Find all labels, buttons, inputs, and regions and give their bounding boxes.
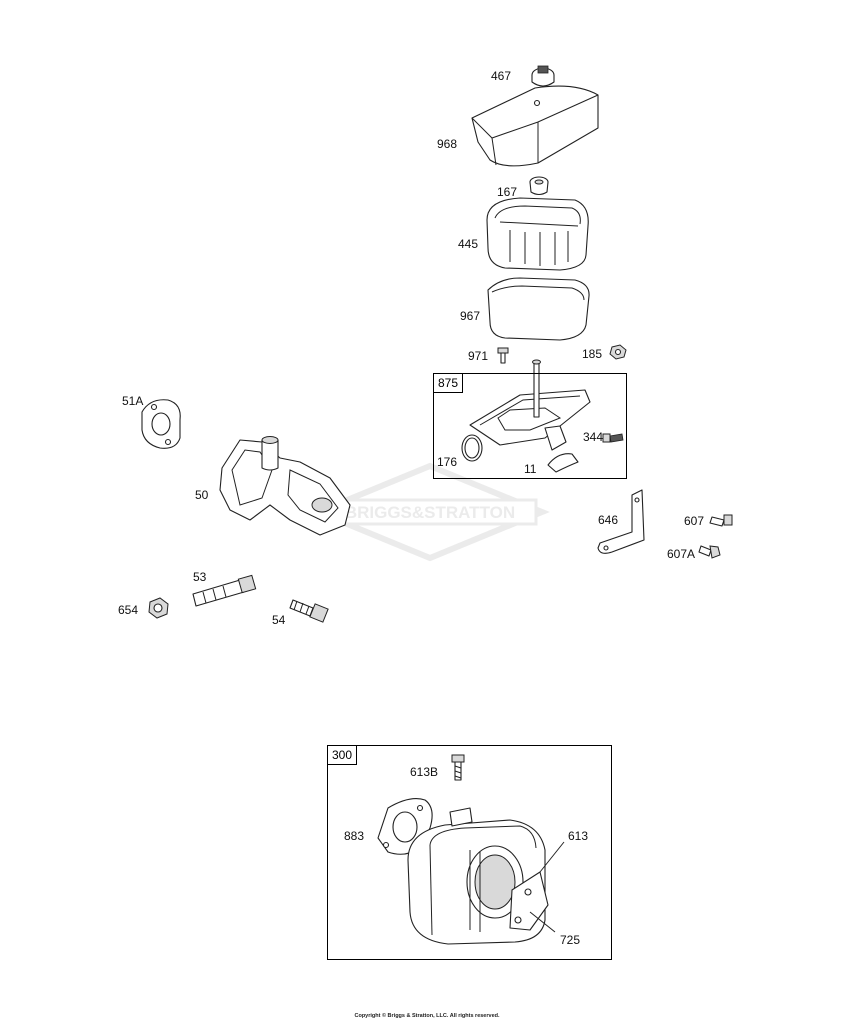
grommet-167-drawing [529, 176, 549, 196]
knob-467-drawing [531, 65, 555, 87]
screw-613B-drawing [451, 754, 465, 781]
callout-176: 176 [437, 455, 458, 469]
watermark-brand-text: BRIGGS&STRATTON [345, 503, 515, 522]
screw-607-drawing [709, 514, 733, 527]
callout-445: 445 [458, 237, 479, 251]
screw-607A-drawing [698, 545, 721, 559]
stud-53-drawing [192, 574, 257, 607]
callout-967: 967 [460, 309, 481, 323]
callout-613B: 613B [410, 765, 439, 779]
callout-185: 185 [582, 347, 603, 361]
muffler-300-drawing [407, 807, 546, 945]
assembly-box-875: 875 [433, 373, 627, 479]
callout-607A: 607A [667, 547, 696, 561]
callout-646: 646 [598, 513, 619, 527]
callout-968: 968 [437, 137, 458, 151]
base-assembly-875-drawing [461, 359, 624, 473]
assembly-tag-300: 300 [328, 746, 358, 765]
filter-445-drawing [486, 197, 589, 271]
callout-654: 654 [118, 603, 139, 617]
bracket-646-drawing [597, 489, 645, 554]
precleaner-967-drawing [487, 277, 590, 341]
callout-467: 467 [491, 69, 512, 83]
nut-185-drawing [609, 344, 627, 360]
callout-54: 54 [272, 613, 286, 627]
callout-883: 883 [344, 829, 365, 843]
callout-344: 344 [583, 430, 604, 444]
callout-613: 613 [568, 829, 589, 843]
assembly-tag-875: 875 [434, 374, 464, 393]
callout-50: 50 [195, 488, 209, 502]
callout-51A: 51A [122, 394, 144, 408]
nut-654-drawing [148, 597, 169, 619]
callout-167: 167 [497, 185, 518, 199]
callout-607: 607 [684, 514, 705, 528]
cover-968-drawing [471, 85, 599, 167]
assembly-box-300: 300 [327, 745, 612, 960]
gasket-51A-drawing [141, 399, 181, 449]
callout-53: 53 [193, 570, 207, 584]
callout-725: 725 [560, 933, 581, 947]
shield-613-725-drawing [509, 871, 549, 931]
callout-971: 971 [468, 349, 489, 363]
screw-971-drawing [497, 347, 509, 364]
screw-54-drawing [289, 599, 329, 623]
manifold-50-drawing [219, 436, 351, 536]
callout-11: 11 [524, 462, 537, 476]
briggs-stratton-watermark-logo: BRIGGS&STRATTON [310, 462, 550, 562]
copyright-text: Copyright © Briggs & Stratton, LLC. All … [354, 1013, 500, 1019]
